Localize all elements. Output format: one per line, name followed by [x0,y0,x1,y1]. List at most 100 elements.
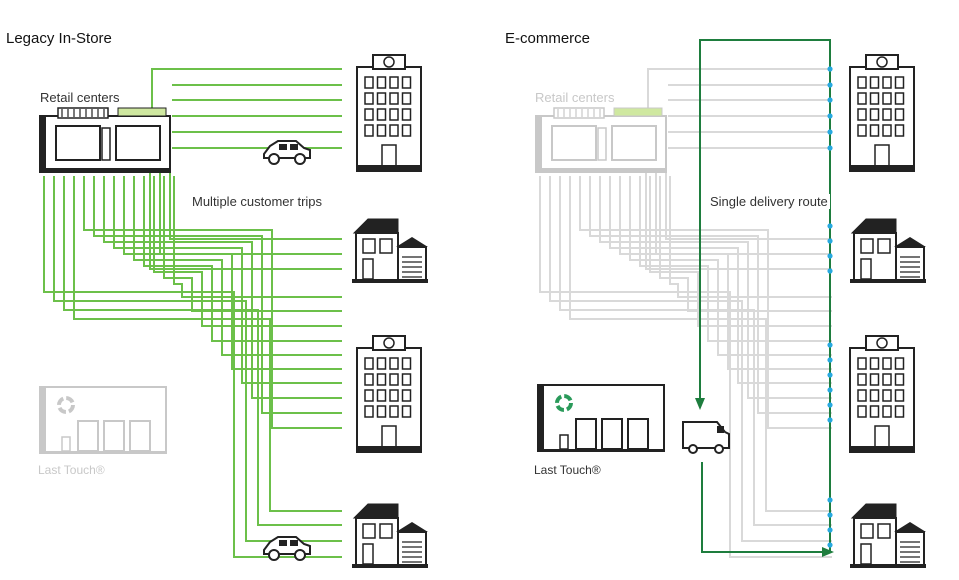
apartment-window [401,405,412,418]
apartment-roof [372,335,406,351]
house-base [352,279,428,283]
warehouse-edge [40,387,46,453]
apartment-window [389,108,399,121]
trip-line [539,176,832,558]
apartment-roof [865,54,899,70]
left-trips-label: Multiple customer trips [192,194,323,209]
delivery-stop-dot [827,145,833,151]
trip-line [665,170,832,240]
delivery-stop-dot [827,497,833,503]
store-edge [536,116,542,172]
trip-line [93,176,342,414]
apartment-window [882,92,892,105]
apartment-window [857,405,867,418]
trip-line [629,176,832,356]
trip-line [579,176,832,429]
store-window [55,125,101,161]
house-icon [352,218,428,283]
apartment-window [376,389,387,402]
car-wheel [294,549,306,561]
trip-line [649,176,832,327]
apartment-window [401,92,412,105]
house-window [877,238,891,254]
store-body [39,115,171,173]
house-base [352,564,428,568]
trip-line [149,170,342,270]
apartment-window [364,92,374,105]
apartment-window [882,373,892,386]
apartment-window [869,405,880,418]
car-wheel [268,153,280,165]
house-window [362,238,376,254]
trip-line [169,170,342,240]
trip-line [599,176,832,399]
apartment-window [389,405,399,418]
apartment-emblem [876,56,888,68]
delivery-van-icon [682,421,730,454]
arrow-down-icon [695,398,705,410]
delivery-stop-dot [827,129,833,135]
apartment-window [894,108,905,121]
apartment-window [857,357,867,370]
apartment-window [869,124,880,137]
apartment-window [376,92,387,105]
apartment-window [401,389,412,402]
apartment-window [869,92,880,105]
house-roof [352,503,399,519]
apartment-window [894,124,905,137]
garage-roof [894,237,926,247]
left-lasttouch-label: Last Touch® [38,463,105,477]
apartment-window [869,108,880,121]
apartment-window [882,389,892,402]
apartment-window [401,373,412,386]
trip-line [163,176,342,312]
customer-trip-lines [43,68,342,558]
trip-line [43,176,342,558]
apartment-window [869,357,880,370]
van-body [682,421,730,449]
car-window [279,540,287,546]
apartment-icon [849,335,915,453]
right-panel-title: E-commerce [505,30,591,47]
car-icon [263,140,311,165]
left-retail-label: Retail centers [40,90,120,105]
trip-line [113,176,342,384]
car-wheel [294,153,306,165]
apartment-window [401,124,412,137]
trip-line [589,176,832,414]
apartment-window [376,108,387,121]
apartment-window [857,124,867,137]
delivery-stop-dot [827,223,833,229]
store-awning [57,107,109,119]
apartment-window [894,92,905,105]
house-window [379,238,393,254]
apartment-window [376,405,387,418]
house-window [860,523,874,539]
store-window [115,125,161,161]
warehouse-edge [538,385,544,451]
apartment-window [401,357,412,370]
store-door [101,127,111,161]
apartment-icon [356,54,422,172]
delivery-stop-dot [827,372,833,378]
storefront-icon [535,107,667,173]
store-sign [117,107,167,117]
delivery-stop-dot [827,97,833,103]
apartment-window [364,357,374,370]
right-retail-label: Retail centers [535,90,615,105]
trip-line [645,170,832,270]
warehouse-base [538,449,664,452]
apartment-window [364,108,374,121]
apartment-window [389,124,399,137]
apartment-window [882,357,892,370]
house-base [850,564,926,568]
route-line-outbound [699,39,831,552]
delivery-stop-dot [827,402,833,408]
trip-line [159,170,342,255]
apartment-window [401,108,412,121]
apartment-base [357,446,421,452]
garage-body [397,531,427,567]
apartment-roof [372,54,406,70]
apartment-base [357,165,421,171]
apartment-emblem [876,337,888,349]
